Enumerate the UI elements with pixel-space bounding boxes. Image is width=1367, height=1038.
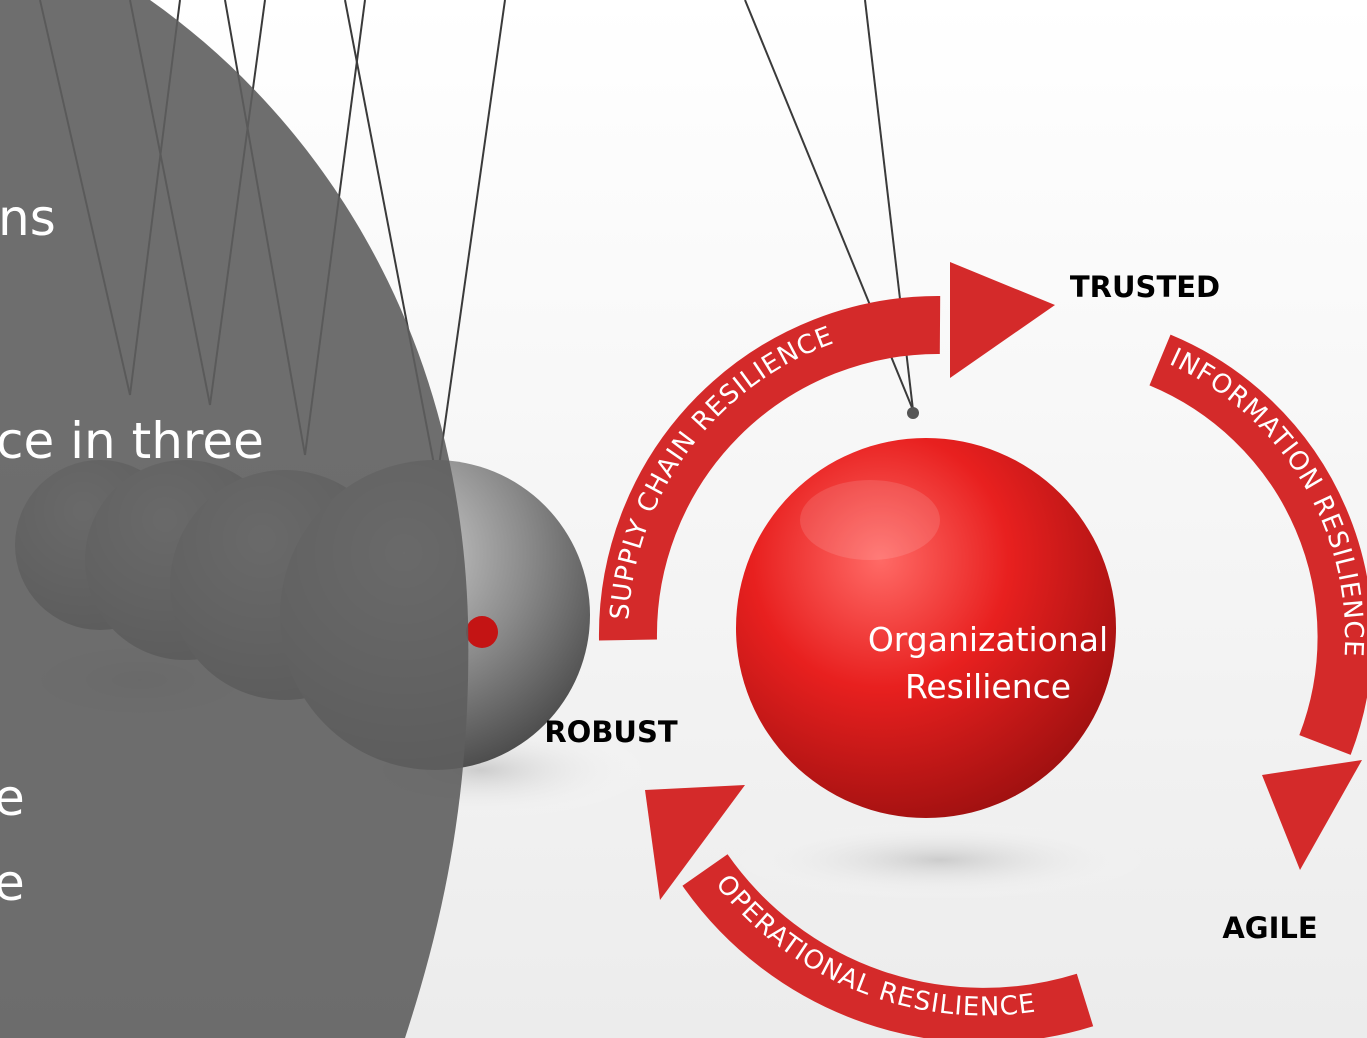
left-overlay-panel — [0, 0, 469, 1038]
left-text-fragment-4: e — [0, 854, 25, 912]
agile-label: AGILE — [1222, 911, 1317, 945]
information-arc — [1149, 334, 1367, 755]
left-text-fragment-2: ce in three — [0, 412, 264, 470]
left-text-fragment-1: ns — [0, 189, 56, 247]
red-ball-highlight — [800, 480, 940, 560]
supply-chain-arc — [598, 295, 941, 641]
operational-arrowhead — [645, 785, 745, 900]
center-label-line2: Resilience — [905, 667, 1071, 706]
red-ball — [736, 438, 1116, 818]
operational-arc — [682, 854, 1094, 1038]
left-text-fragment-3: e — [0, 769, 25, 827]
information-arrowhead — [1262, 760, 1362, 870]
red-ball-shadow — [730, 820, 1150, 900]
resilience-cycle-arrows — [598, 262, 1367, 1038]
robust-label: ROBUST — [544, 715, 678, 749]
supply-chain-arrowhead — [950, 262, 1055, 378]
red-ball-hook — [907, 407, 919, 419]
center-label-line1: Organizational — [868, 620, 1108, 659]
left-panel-text: ns ce in three e e — [0, 189, 264, 912]
trusted-label: TRUSTED — [1070, 270, 1220, 304]
